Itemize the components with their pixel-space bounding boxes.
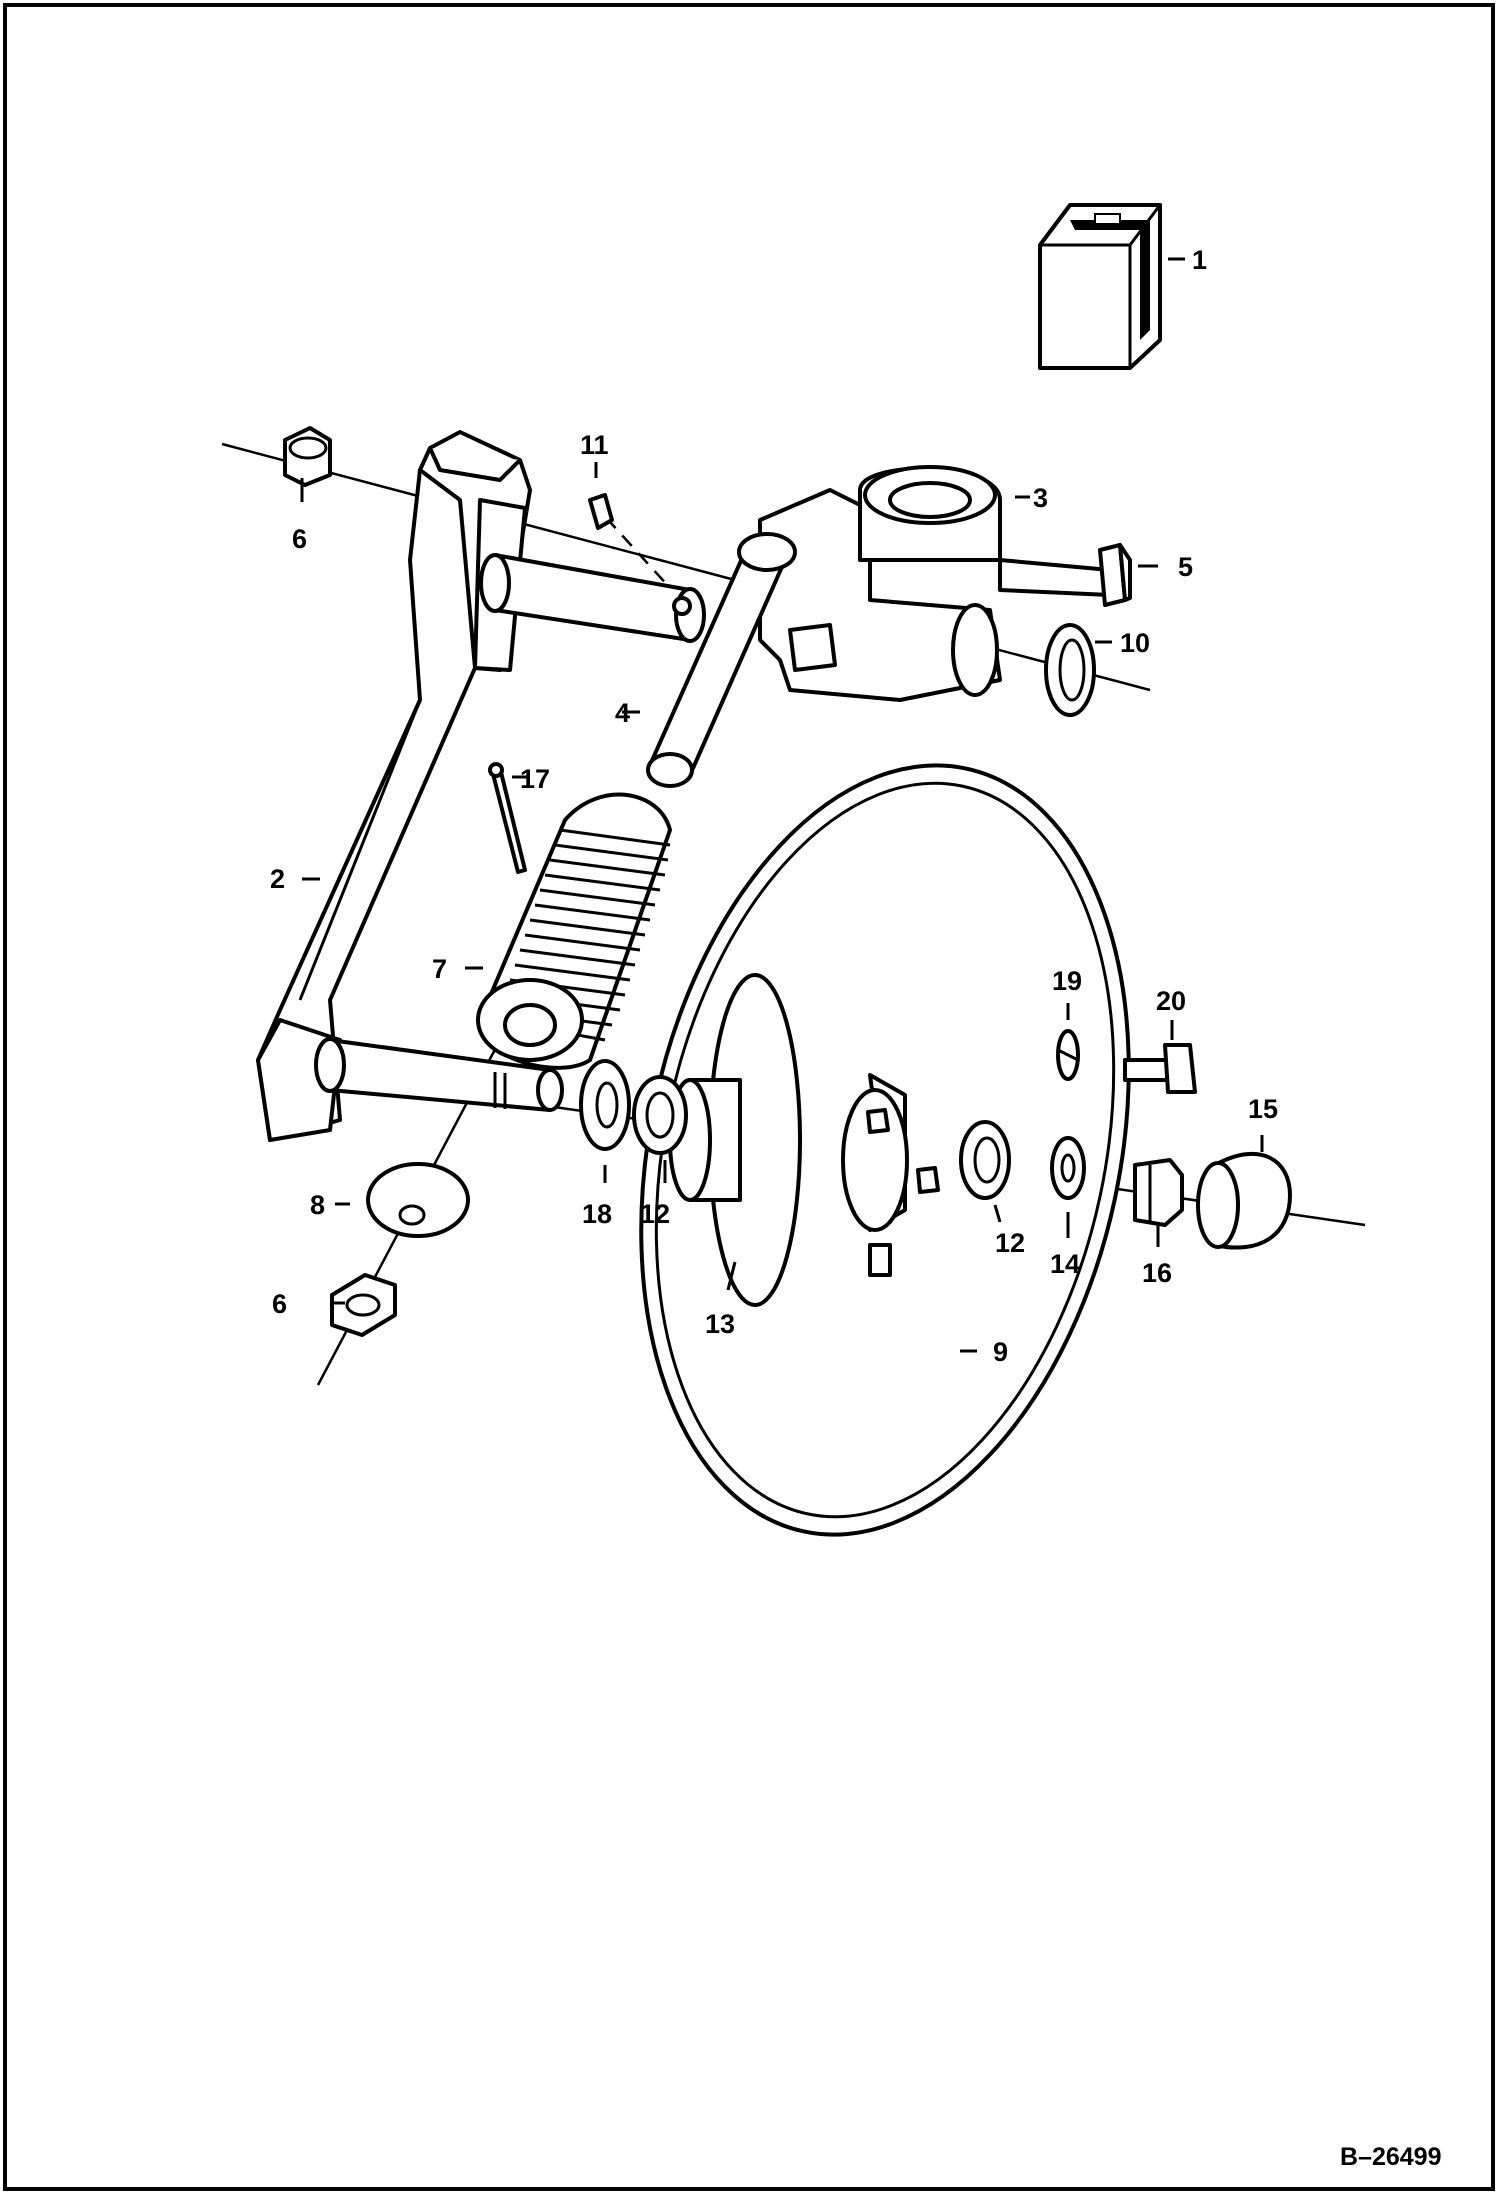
callout-leaders — [300, 257, 1264, 1353]
disc-hub-flange — [841, 1073, 940, 1277]
callout-17: 17 — [520, 764, 550, 794]
part-6-nut-upper — [283, 426, 332, 487]
callout-12-left: 12 — [640, 1199, 670, 1229]
part-3-bracket — [758, 465, 1002, 702]
callout-7: 7 — [432, 954, 447, 984]
callout-16: 16 — [1142, 1258, 1172, 1288]
callout-9: 9 — [993, 1337, 1008, 1367]
callout-3: 3 — [1033, 483, 1048, 513]
callout-14: 14 — [1050, 1249, 1080, 1279]
part-10-ring — [1044, 623, 1096, 717]
part-17-pin — [488, 762, 527, 874]
arm-upper-shaft — [479, 553, 706, 643]
part-4-rod — [646, 532, 797, 788]
page-border — [3, 3, 1495, 2191]
callout-12-right: 12 — [995, 1228, 1025, 1258]
part-7-spring — [476, 792, 672, 1070]
part-15-cap — [1196, 1151, 1292, 1250]
part-2-arm — [256, 430, 532, 1142]
part-12-bearing-right — [959, 1120, 1011, 1200]
callout-4: 4 — [615, 698, 630, 728]
callout-8: 8 — [310, 1190, 325, 1220]
part-16-castle-nut — [1133, 1158, 1184, 1227]
callout-20: 20 — [1156, 986, 1186, 1016]
part-1-decal — [1038, 203, 1162, 370]
callout-13: 13 — [705, 1309, 735, 1339]
part-18-seal — [579, 1059, 631, 1151]
arm-lower-shaft — [314, 1037, 564, 1112]
callout-6-lower: 6 — [272, 1289, 287, 1319]
part-14-washer — [1050, 1136, 1086, 1200]
part-20-bolt — [1123, 1043, 1197, 1094]
part-6-nut-lower — [330, 1273, 397, 1337]
part-5-bolt — [998, 543, 1132, 607]
callout-15: 15 — [1248, 1094, 1278, 1124]
callout-5: 5 — [1178, 552, 1193, 582]
callout-10: 10 — [1120, 628, 1150, 658]
callout-11: 11 — [580, 430, 609, 460]
part-12-bearing-left — [632, 1075, 688, 1155]
callout-19: 19 — [1052, 966, 1082, 996]
callout-1: 1 — [1192, 245, 1207, 275]
callout-6-upper: 6 — [292, 524, 307, 554]
callout-2: 2 — [270, 864, 285, 894]
part-19-lock-washer — [1056, 1029, 1080, 1081]
callout-18: 18 — [582, 1199, 612, 1229]
callout-labels: 1 2 3 4 5 6 6 7 8 9 10 11 12 12 13 14 15… — [270, 245, 1278, 1367]
part-11-fitting — [588, 493, 692, 616]
part-8-washer — [366, 1162, 470, 1238]
figure-id: B–26499 — [1340, 2143, 1441, 2171]
